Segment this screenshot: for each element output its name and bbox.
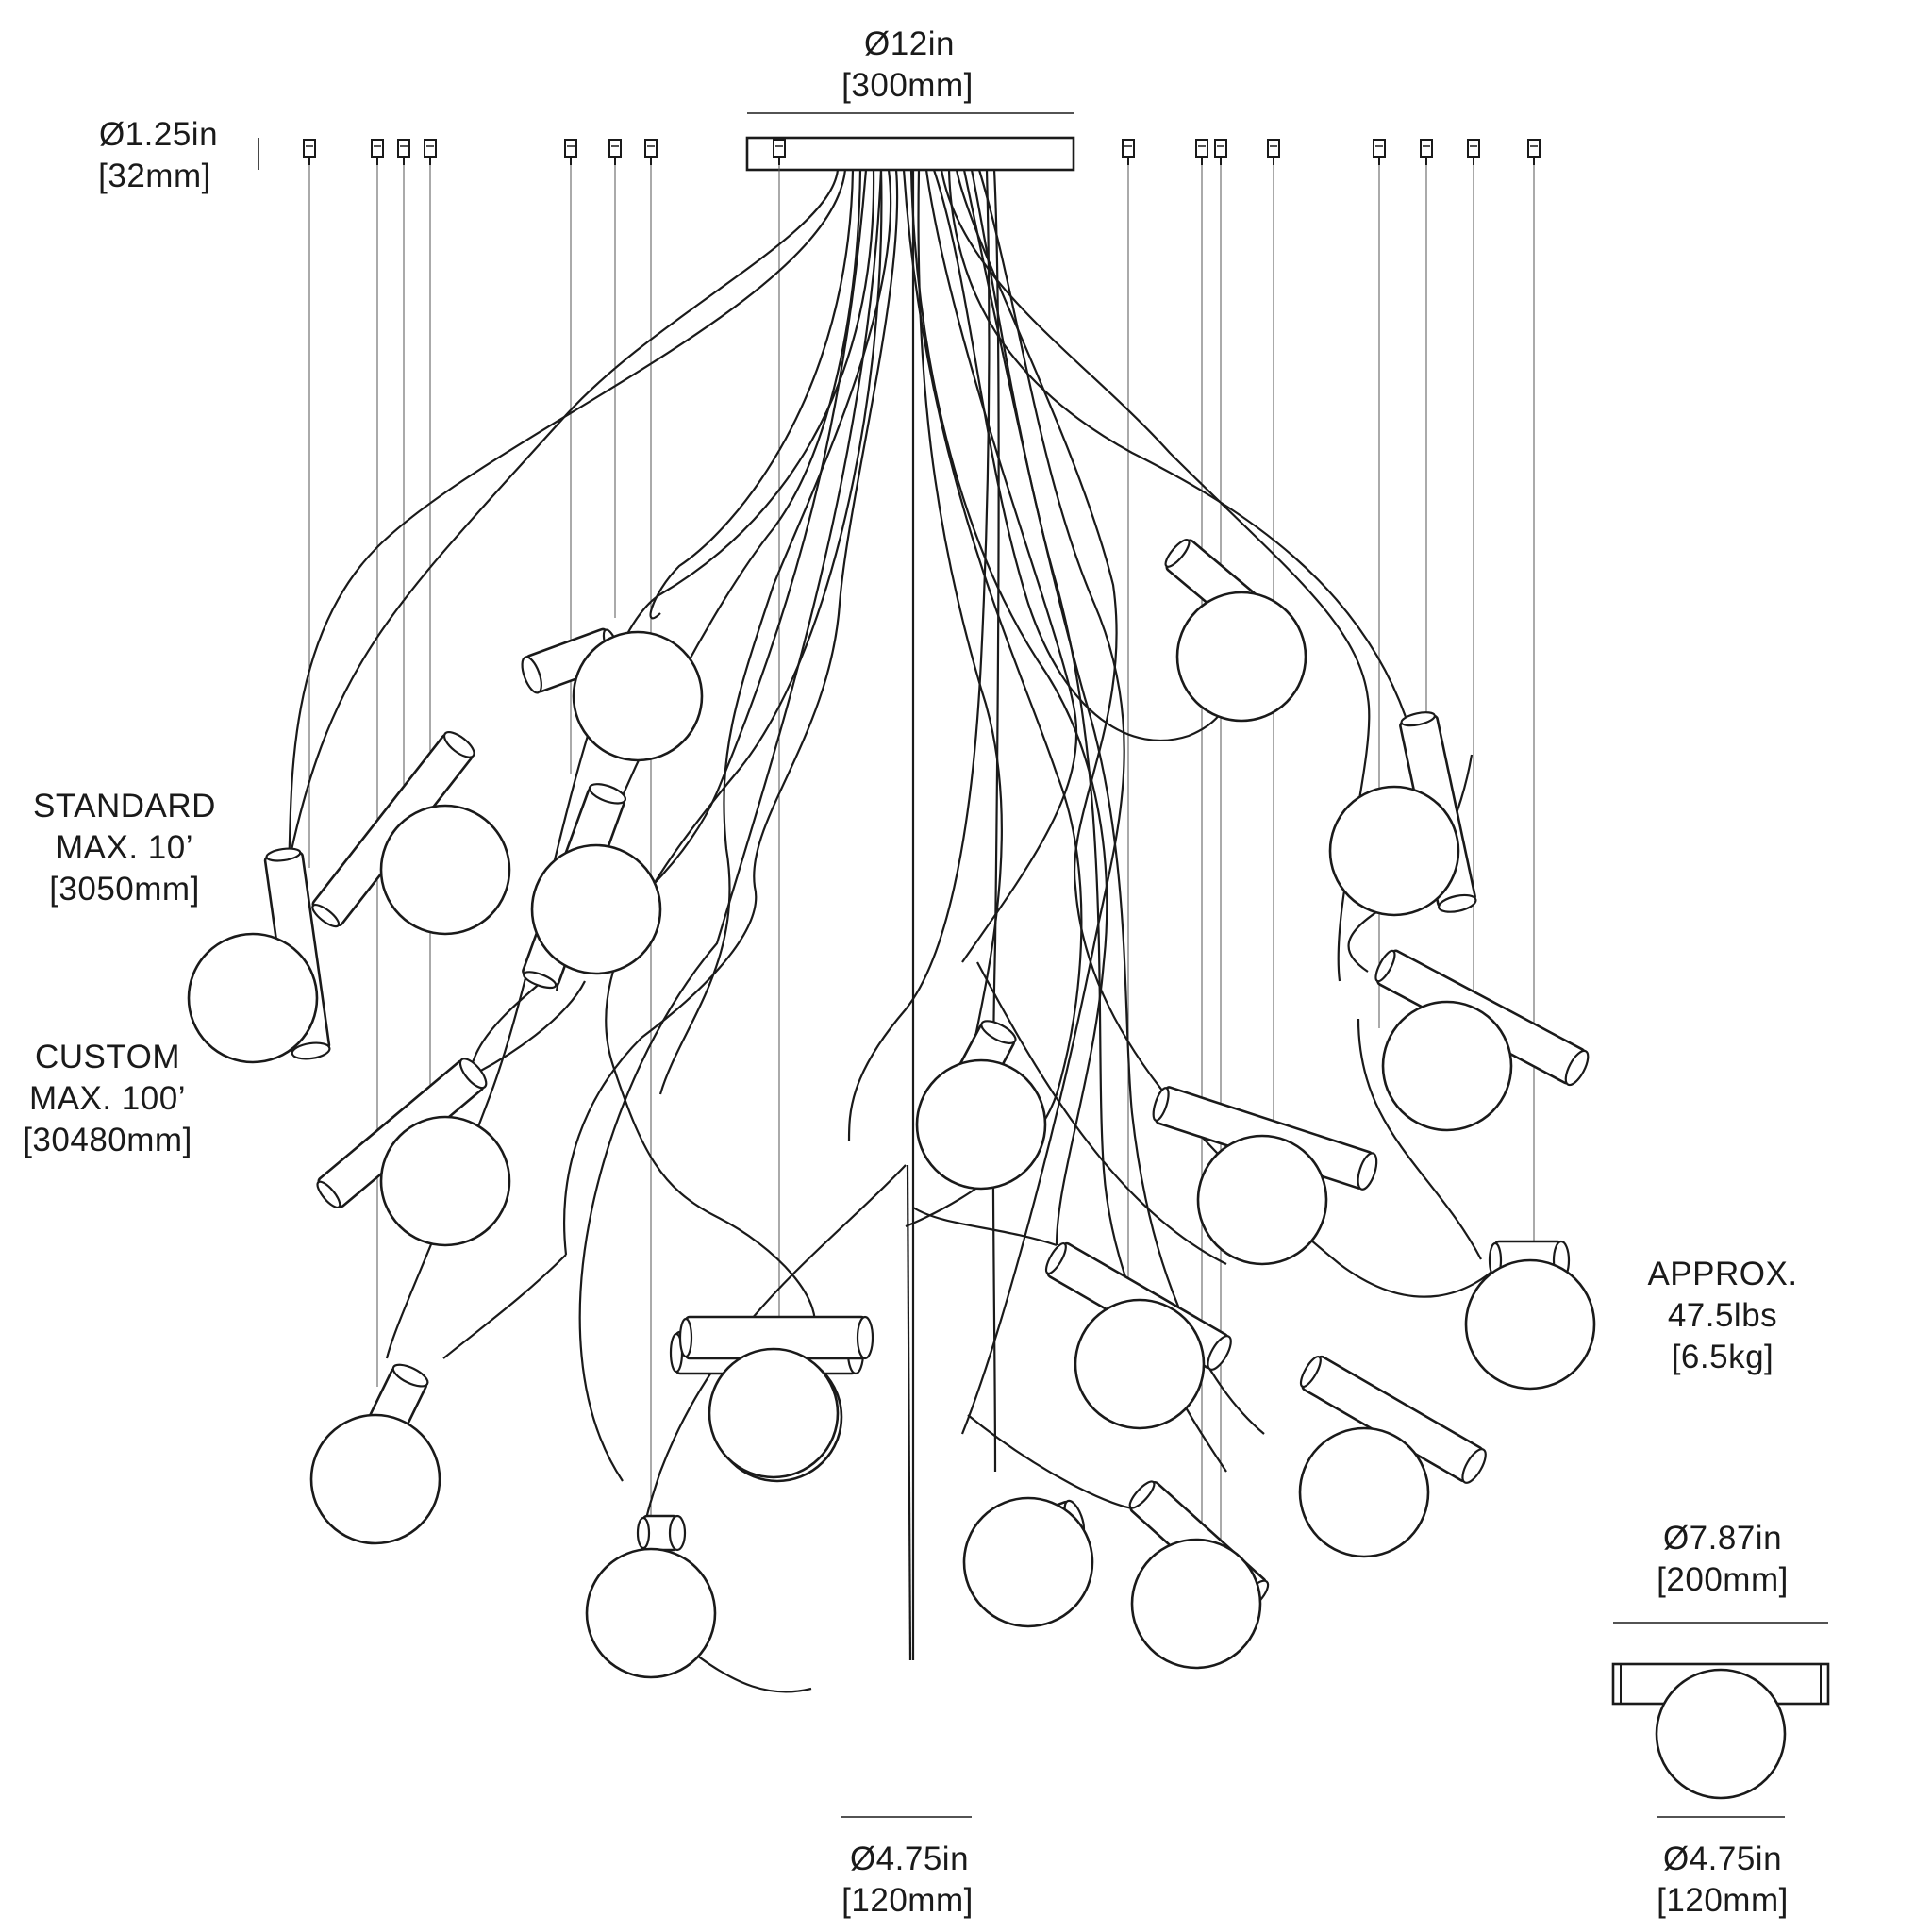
small-canopy xyxy=(424,139,437,165)
pendant-width-mm-label: [200mm] xyxy=(1657,1561,1789,1598)
glass-globe xyxy=(530,843,662,975)
detail-globe-diameter-mm-label: [120mm] xyxy=(1657,1882,1789,1919)
custom-length-mm-label: [30480mm] xyxy=(23,1122,192,1158)
glass-globe xyxy=(1196,1134,1328,1266)
small-canopy xyxy=(644,139,658,165)
glass-globe xyxy=(915,1058,1047,1191)
pendant xyxy=(521,627,704,762)
glass-globe xyxy=(379,1115,511,1247)
canopy-diameter-mm-label: [300mm] xyxy=(841,67,974,104)
glass-globe xyxy=(1464,1258,1596,1391)
small-canopy xyxy=(1527,139,1541,165)
standard-length-mm-label: [3050mm] xyxy=(49,871,200,908)
glass-globe xyxy=(1130,1538,1262,1670)
pendant xyxy=(915,1020,1047,1191)
pendant-tube xyxy=(678,1315,874,1360)
small-canopy-diameter-label: Ø1.25in xyxy=(99,116,218,153)
pendant xyxy=(522,783,662,990)
pendant xyxy=(1374,949,1590,1132)
pendant xyxy=(1298,1355,1487,1558)
pendant xyxy=(1328,711,1477,917)
glass-globe xyxy=(585,1547,717,1679)
small-canopy xyxy=(1467,139,1480,165)
small-canopy xyxy=(1267,139,1280,165)
globe-diameter-label: Ø4.75in xyxy=(850,1840,969,1877)
small-canopy xyxy=(564,139,577,165)
pendant xyxy=(962,1496,1094,1628)
glass-globe xyxy=(962,1496,1094,1628)
glass-globe xyxy=(1381,1000,1513,1132)
pendant xyxy=(311,730,511,936)
weight-kg-label: [6.5kg] xyxy=(1672,1339,1774,1375)
weight-lbs-label: 47.5lbs xyxy=(1668,1297,1777,1334)
glass-globe xyxy=(1175,591,1307,723)
glass-globe xyxy=(309,1413,441,1545)
small-canopy xyxy=(397,139,410,165)
small-canopy xyxy=(1195,139,1208,165)
small-canopy xyxy=(608,139,622,165)
glass-globe xyxy=(1298,1426,1430,1558)
standard-length-max-label: MAX. 10’ xyxy=(56,829,193,866)
canopy-diameter-label: Ø12in xyxy=(864,25,955,62)
pendant-width-label: Ø7.87in xyxy=(1663,1520,1782,1557)
custom-length-label: CUSTOM xyxy=(35,1039,180,1075)
standard-length-label: STANDARD xyxy=(33,788,216,824)
small-canopy xyxy=(371,139,384,165)
weight-label: APPROX. xyxy=(1647,1256,1797,1292)
small-canopy xyxy=(303,139,316,165)
pendant xyxy=(1128,1480,1270,1670)
globe-diameter-mm-label: [120mm] xyxy=(841,1882,974,1919)
custom-length-max-label: MAX. 100’ xyxy=(29,1080,186,1117)
small-canopy xyxy=(1214,139,1227,165)
detail-pendant xyxy=(1611,1662,1830,1800)
detail-globe-diameter-label: Ø4.75in xyxy=(1663,1840,1782,1877)
glass-globe xyxy=(1074,1298,1206,1430)
small-canopy xyxy=(773,139,786,165)
pendant xyxy=(1152,1086,1378,1266)
glass-globe xyxy=(708,1347,840,1479)
pendant xyxy=(1044,1241,1232,1430)
glass-globe xyxy=(1328,785,1460,917)
small-canopy xyxy=(1373,139,1386,165)
glass-globe xyxy=(379,804,511,936)
pendant xyxy=(1464,1240,1596,1391)
pendant xyxy=(316,1058,511,1247)
pendant xyxy=(1164,539,1307,723)
pendant xyxy=(585,1514,717,1679)
pendant-fixtures xyxy=(187,539,1596,1679)
small-canopy-diameter-mm-label: [32mm] xyxy=(98,158,211,194)
pendant xyxy=(678,1315,874,1479)
pendant-tube xyxy=(636,1514,687,1552)
glass-globe xyxy=(187,932,319,1064)
pendant xyxy=(309,1363,441,1545)
small-canopy xyxy=(1122,139,1135,165)
small-canopy xyxy=(1420,139,1433,165)
small-canopies xyxy=(303,139,1541,165)
glass-globe xyxy=(572,630,704,762)
main-canopy xyxy=(745,136,1075,172)
pendant xyxy=(187,847,331,1064)
